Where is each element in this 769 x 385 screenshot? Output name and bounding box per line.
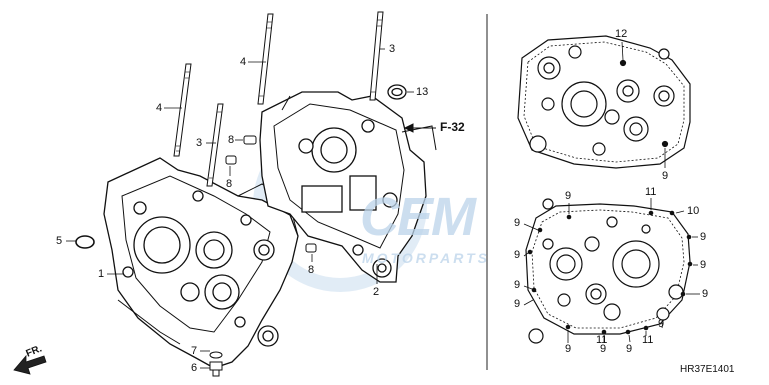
right-crankcase	[259, 91, 437, 283]
callout-9-bottom-1: 9	[565, 343, 572, 355]
right-leader-lines	[523, 41, 700, 343]
callout-9-right-1: 9	[700, 231, 707, 243]
callout-9-upper: 9	[662, 170, 669, 182]
callout-13: 13	[416, 86, 429, 98]
callout-6: 6	[191, 362, 198, 374]
reference-arrow	[403, 123, 436, 133]
leader-lines	[66, 48, 414, 369]
callout-9-left-4: 9	[514, 298, 521, 310]
callout-8-lower: 8	[308, 264, 315, 276]
stud-bolts	[173, 11, 384, 187]
callout-12: 12	[615, 28, 628, 40]
drain-bolt	[209, 351, 223, 377]
callout-9-bottom-2: 9	[600, 343, 607, 355]
left-crankcase	[103, 157, 299, 369]
callout-5: 5	[56, 235, 63, 247]
callout-9-right-3: 9	[702, 288, 709, 300]
callout-9-left-2: 9	[514, 249, 521, 261]
callout-8-upper: 8	[228, 134, 235, 146]
callout-11-bottom-1: 11	[596, 334, 608, 346]
dowel-pins	[225, 135, 317, 253]
callout-8-middle: 8	[226, 178, 233, 190]
upper-right-case	[517, 35, 691, 169]
callout-1: 1	[98, 268, 105, 280]
callout-2: 2	[373, 286, 380, 298]
callout-9-bottom-4: 9	[658, 318, 665, 330]
oil-seal	[387, 84, 407, 100]
callout-11-bottom-2: 11	[642, 334, 654, 346]
callout-7: 7	[191, 345, 198, 357]
callout-3-right: 3	[389, 43, 396, 55]
callout-10: 10	[687, 205, 700, 217]
diagram-code: HR37E1401	[680, 364, 735, 375]
callout-4-upper: 4	[240, 56, 247, 68]
callout-3-left: 3	[196, 137, 203, 149]
callout-11-top: 11	[645, 186, 657, 198]
callout-9-top-left: 9	[565, 190, 572, 202]
callout-4-lower: 4	[156, 102, 163, 114]
watermark-subtext: MOTORPARTS	[362, 250, 491, 266]
reference-label[interactable]: F-32	[440, 120, 465, 134]
callout-9-right-2: 9	[700, 259, 707, 271]
callout-9-bottom-3: 9	[626, 343, 633, 355]
lower-right-case	[525, 198, 693, 344]
watermark-logo: CEM	[360, 187, 476, 247]
callout-9-left-1: 9	[514, 217, 521, 229]
callout-9-left-3: 9	[514, 279, 521, 291]
o-ring	[75, 235, 95, 249]
front-arrow-icon	[13, 354, 47, 375]
